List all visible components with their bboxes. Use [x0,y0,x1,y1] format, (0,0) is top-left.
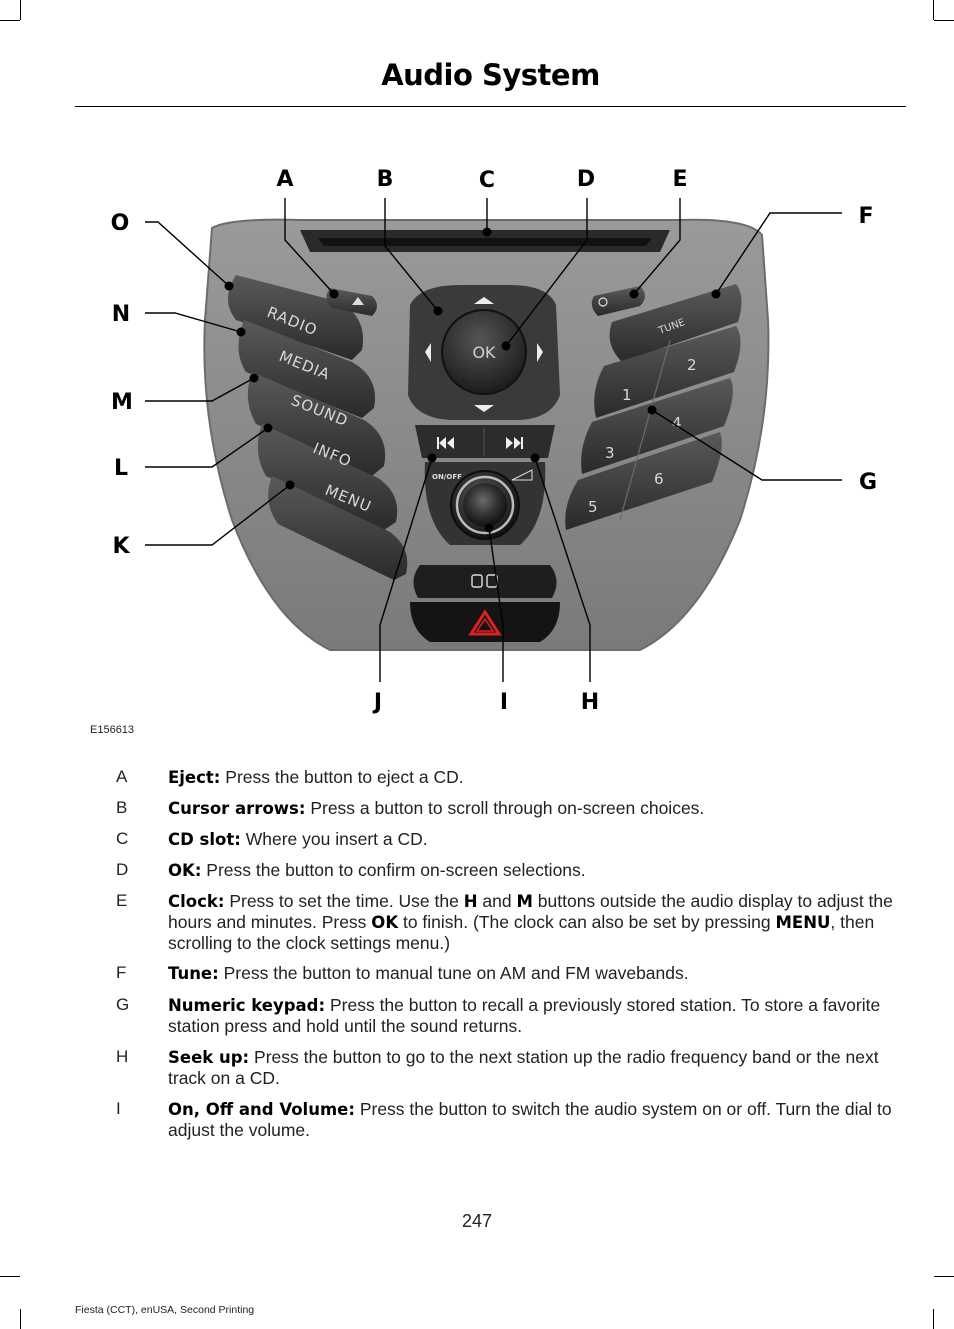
callout-b: B [377,167,394,192]
left-button-stack [228,275,408,580]
legend-term: CD slot: [168,830,241,849]
legend-term: Clock: [168,892,225,911]
hazard-button [410,602,560,642]
legend-term: Numeric keypad: [168,996,326,1015]
legend-description: to finish. (The clock can also be set by… [398,912,776,932]
legend-emphasis: OK [371,913,399,932]
eject-button [326,288,377,316]
callout-o: O [111,211,130,236]
legend-letter: H [116,1047,129,1066]
crop-mark [934,1276,954,1277]
legend-letter: A [116,767,128,786]
legend-text: CD slot: Where you insert a CD. [168,829,896,850]
leader-dots [224,227,721,533]
legend-term: OK: [168,861,202,880]
crop-mark [0,20,20,21]
title-rule [75,106,906,107]
crop-mark [933,0,934,20]
legend-letter: E [116,891,128,910]
legend-letter: F [116,963,127,982]
callout-e: E [672,167,687,192]
callout-n: N [112,302,130,327]
figure-id: E156613 [90,724,135,736]
callout-c: C [479,168,495,193]
key-4: 4 [672,414,682,432]
legend-description: Press the button to manual tune on AM an… [223,963,689,983]
legend-description: , then scrolling to the clock settings m… [168,912,875,953]
legend-description: and [477,891,517,911]
crop-mark [933,1309,934,1329]
legend-term: On, Off and Volume: [168,1100,355,1119]
legend-term: Eject: [168,768,221,787]
crop-mark [20,1309,21,1329]
legend-letter: I [116,1099,121,1118]
crop-mark [0,1276,20,1277]
legend-emphasis: H [463,892,478,911]
leader-lines [145,198,842,682]
callout-k: K [112,534,130,559]
legend-description: Press to set the time. Use the [224,891,464,911]
legend-text: Eject: Press the button to eject a CD. [168,767,896,788]
legend-text: Seek up: Press the button to go to the n… [168,1047,896,1089]
legend-description: Where you insert a CD. [245,829,428,849]
page-title: Audio System [381,58,600,92]
callout-a: A [276,167,293,192]
legend-emphasis: M [516,892,533,911]
legend-description: Press the button to confirm on-screen se… [206,860,586,880]
callout-d: D [577,167,595,192]
legend-description: Press a button to scroll through on-scre… [310,798,705,818]
callout-l: L [114,456,128,481]
callout-g: G [859,470,877,495]
keypad [565,284,742,530]
callout-f: F [858,204,873,229]
crop-mark [20,0,21,20]
legend-letter: D [116,860,129,879]
legend-description: buttons outside the audio display to adj… [168,891,893,932]
key-3: 3 [605,444,615,462]
legend-text: On, Off and Volume: Press the button to … [168,1099,896,1141]
nav-cluster: OK ON/OFF [408,285,560,545]
callout-i: I [500,690,508,715]
legend-emphasis: MENU [775,913,831,932]
legend-description: Press the button to recall a previously … [168,995,881,1036]
legend-description: Press the button to eject a CD. [225,767,464,787]
key-5: 5 [588,498,598,516]
legend-term: Cursor arrows: [168,799,306,818]
legend-description: Press the button to switch the audio sys… [168,1099,892,1140]
legend-letter: G [116,995,130,1014]
callout-h: H [581,690,599,715]
legend-text: OK: Press the button to confirm on-scree… [168,860,896,881]
key-2: 2 [687,356,697,374]
legend-letter: C [116,829,129,848]
callout-m: M [111,390,133,415]
crop-mark [934,20,954,21]
ok-label: OK [472,343,496,362]
callout-j: J [372,690,382,715]
legend-text: Clock: Press to set the time. Use the H … [168,891,896,954]
legend-text: Tune: Press the button to manual tune on… [168,963,896,984]
legend-text: Numeric keypad: Press the button to reca… [168,995,896,1037]
on-off-label: ON/OFF [432,473,462,481]
key-1: 1 [622,386,632,404]
legend-description: Press the button to go to the next stati… [168,1047,879,1088]
audio-panel-figure: RADIO MEDIA SOUND INFO MENU OK ON/OFF [111,167,877,715]
legend-term: Seek up: [168,1048,250,1067]
legend-text: Cursor arrows: Press a button to scroll … [168,798,896,819]
footer-text: Fiesta (CCT), enUSA, Second Printing [75,1304,255,1316]
legend-term: Tune: [168,964,219,983]
lock-buttons [413,565,557,598]
legend-letter: B [116,798,128,817]
key-6: 6 [654,470,664,488]
page-number: 247 [461,1211,493,1231]
